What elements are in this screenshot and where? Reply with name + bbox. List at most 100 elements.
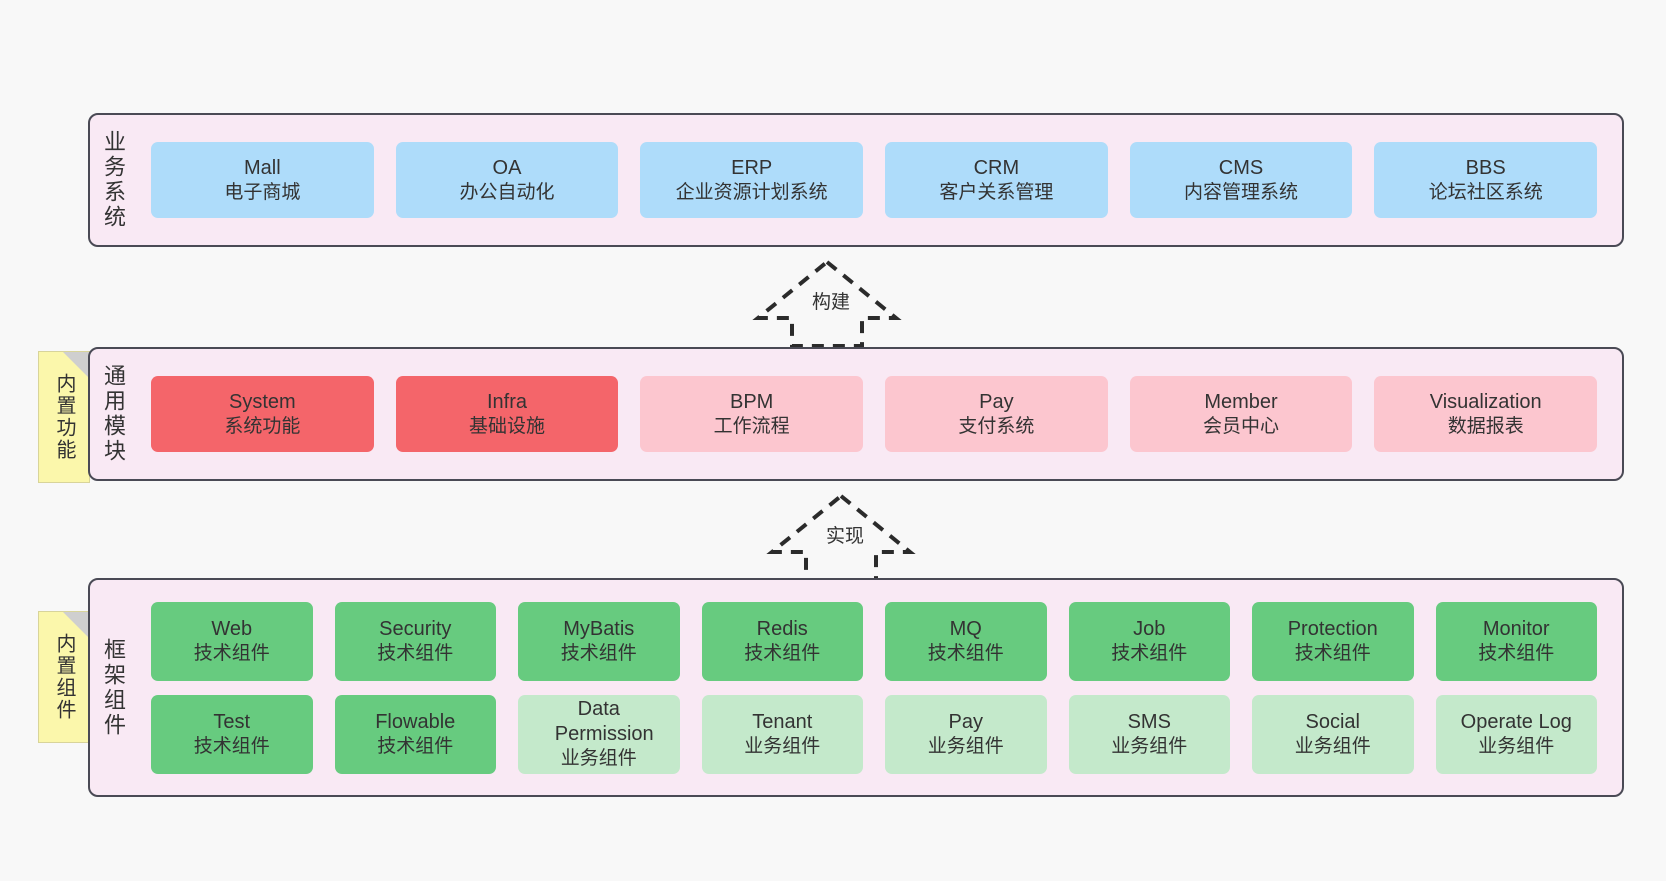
node-title: Pay bbox=[979, 390, 1014, 413]
node-mybatis[interactable]: MyBatis 技术组件 bbox=[518, 601, 680, 681]
node-title: Mall bbox=[244, 156, 281, 179]
connector-build-label: 构建 bbox=[812, 292, 851, 313]
node-crm[interactable]: CRM 客户关系管理 bbox=[885, 142, 1108, 218]
node-subtitle: 电子商城 bbox=[224, 181, 301, 203]
node-title: Redis bbox=[756, 617, 808, 640]
node-subtitle: 技术组件 bbox=[1294, 642, 1371, 664]
node-data-permission[interactable]: Data Permission 业务组件 bbox=[518, 694, 680, 774]
node-title: MQ bbox=[949, 617, 982, 640]
node-subtitle: 技术组件 bbox=[193, 642, 270, 664]
node-web[interactable]: Web 技术组件 bbox=[151, 601, 313, 681]
node-subtitle: 论坛社区系统 bbox=[1428, 181, 1543, 203]
node-subtitle: 技术组件 bbox=[377, 735, 454, 757]
layer-label-business-system: 业务系统 bbox=[101, 130, 126, 230]
note-builtin-function: 内置功能 bbox=[38, 351, 90, 483]
node-sms[interactable]: SMS 业务组件 bbox=[1068, 694, 1230, 774]
node-job[interactable]: Job 技术组件 bbox=[1068, 601, 1230, 681]
node-subtitle: 支付系统 bbox=[958, 415, 1035, 437]
node-title: Test bbox=[213, 710, 251, 733]
node-title: ERP bbox=[731, 156, 773, 179]
node-subtitle: 工作流程 bbox=[713, 415, 790, 437]
node-subtitle: 业务组件 bbox=[744, 735, 821, 757]
node-row: System 系统功能 Infra 基础设施 BPM 工作流程 Pay 支付系统… bbox=[140, 376, 1608, 452]
node-title: Visualization bbox=[1429, 390, 1542, 413]
node-subtitle: 客户关系管理 bbox=[939, 181, 1054, 203]
node-title: OA bbox=[492, 156, 522, 179]
node-monitor[interactable]: Monitor 技术组件 bbox=[1435, 601, 1597, 681]
node-subtitle: 业务组件 bbox=[1111, 735, 1188, 757]
node-title: Monitor bbox=[1482, 617, 1550, 640]
node-mq[interactable]: MQ 技术组件 bbox=[885, 601, 1047, 681]
node-erp[interactable]: ERP 企业资源计划系统 bbox=[640, 142, 864, 218]
node-subtitle: 技术组件 bbox=[744, 642, 821, 664]
node-title: System bbox=[228, 390, 296, 413]
node-member[interactable]: Member 会员中心 bbox=[1129, 376, 1353, 452]
node-title: Flowable bbox=[375, 710, 456, 733]
layer-framework-component: 框架组件 Web 技术组件 Security 技术组件 MyBatis 技术组件… bbox=[88, 578, 1624, 797]
node-title: BBS bbox=[1465, 156, 1506, 179]
layer-body-framework-component: Web 技术组件 Security 技术组件 MyBatis 技术组件 Redi… bbox=[136, 580, 1622, 795]
node-subtitle: 技术组件 bbox=[927, 642, 1004, 664]
node-test[interactable]: Test 技术组件 bbox=[151, 694, 313, 774]
node-protection[interactable]: Protection 技术组件 bbox=[1252, 601, 1414, 681]
node-subtitle: 技术组件 bbox=[377, 642, 454, 664]
note-label: 内置功能 bbox=[53, 373, 75, 461]
node-cms[interactable]: CMS 内容管理系统 bbox=[1129, 142, 1353, 218]
node-subtitle: 技术组件 bbox=[560, 642, 637, 664]
node-title: Infra bbox=[486, 390, 528, 413]
node-title: MyBatis bbox=[563, 617, 635, 640]
node-subtitle: 技术组件 bbox=[1111, 642, 1188, 664]
note-fold-corner-icon bbox=[63, 612, 89, 638]
node-subtitle: 基础设施 bbox=[469, 415, 546, 437]
node-bbs[interactable]: BBS 论坛社区系统 bbox=[1374, 142, 1598, 218]
layer-common-module: 通用模块 System 系统功能 Infra 基础设施 BPM 工作流程 Pay… bbox=[88, 347, 1624, 481]
connector-implement-label: 实现 bbox=[826, 526, 865, 547]
node-security[interactable]: Security 技术组件 bbox=[334, 601, 496, 681]
node-tenant[interactable]: Tenant 业务组件 bbox=[701, 694, 863, 774]
node-subtitle: 办公自动化 bbox=[459, 181, 555, 203]
note-builtin-component: 内置组件 bbox=[38, 611, 90, 743]
node-social[interactable]: Social 业务组件 bbox=[1252, 694, 1414, 774]
node-subtitle: 业务组件 bbox=[927, 735, 1004, 757]
node-title: Job bbox=[1133, 617, 1166, 640]
node-title: SMS bbox=[1127, 710, 1171, 733]
node-subtitle: 内容管理系统 bbox=[1184, 181, 1299, 203]
node-flowable[interactable]: Flowable 技术组件 bbox=[334, 694, 496, 774]
layer-body-business-system: Mall 电子商城 OA 办公自动化 ERP 企业资源计划系统 CRM 客户关系… bbox=[136, 115, 1622, 245]
node-bpm[interactable]: BPM 工作流程 bbox=[640, 376, 864, 452]
node-subtitle: 技术组件 bbox=[1478, 642, 1555, 664]
node-mall[interactable]: Mall 电子商城 bbox=[151, 142, 374, 218]
node-pay-component[interactable]: Pay 业务组件 bbox=[885, 694, 1047, 774]
node-pay-module[interactable]: Pay 支付系统 bbox=[885, 376, 1108, 452]
node-subtitle: 企业资源计划系统 bbox=[675, 181, 828, 203]
node-title: CRM bbox=[973, 156, 1020, 179]
node-row: Mall 电子商城 OA 办公自动化 ERP 企业资源计划系统 CRM 客户关系… bbox=[140, 142, 1608, 218]
layer-label-common-module: 通用模块 bbox=[101, 364, 126, 464]
node-title: CMS bbox=[1218, 156, 1264, 179]
node-title: Data Permission bbox=[554, 698, 654, 746]
node-system[interactable]: System 系统功能 bbox=[151, 376, 374, 452]
layer-label-framework-component: 框架组件 bbox=[101, 637, 126, 738]
node-visualization[interactable]: Visualization 数据报表 bbox=[1374, 376, 1598, 452]
node-title: BPM bbox=[730, 390, 774, 413]
node-redis[interactable]: Redis 技术组件 bbox=[701, 601, 863, 681]
node-title: Member bbox=[1204, 390, 1278, 413]
node-subtitle: 技术组件 bbox=[193, 735, 270, 757]
node-title: Security bbox=[379, 617, 452, 640]
node-row: Web 技术组件 Security 技术组件 MyBatis 技术组件 Redi… bbox=[140, 601, 1608, 681]
node-title: Web bbox=[211, 617, 253, 640]
node-title: Operate Log bbox=[1460, 710, 1572, 733]
note-label: 内置组件 bbox=[53, 633, 75, 721]
node-subtitle: 会员中心 bbox=[1203, 415, 1280, 437]
node-title: Social bbox=[1305, 710, 1360, 733]
node-infra[interactable]: Infra 基础设施 bbox=[395, 376, 619, 452]
node-operate-log[interactable]: Operate Log 业务组件 bbox=[1435, 694, 1597, 774]
node-subtitle: 业务组件 bbox=[560, 748, 637, 770]
node-row: Test 技术组件 Flowable 技术组件 Data Permission … bbox=[140, 694, 1608, 774]
layer-body-common-module: System 系统功能 Infra 基础设施 BPM 工作流程 Pay 支付系统… bbox=[136, 349, 1622, 479]
node-title: Protection bbox=[1287, 617, 1378, 640]
layer-business-system: 业务系统 Mall 电子商城 OA 办公自动化 ERP 企业资源计划系统 CRM… bbox=[88, 113, 1624, 247]
node-oa[interactable]: OA 办公自动化 bbox=[395, 142, 619, 218]
node-subtitle: 数据报表 bbox=[1447, 415, 1524, 437]
